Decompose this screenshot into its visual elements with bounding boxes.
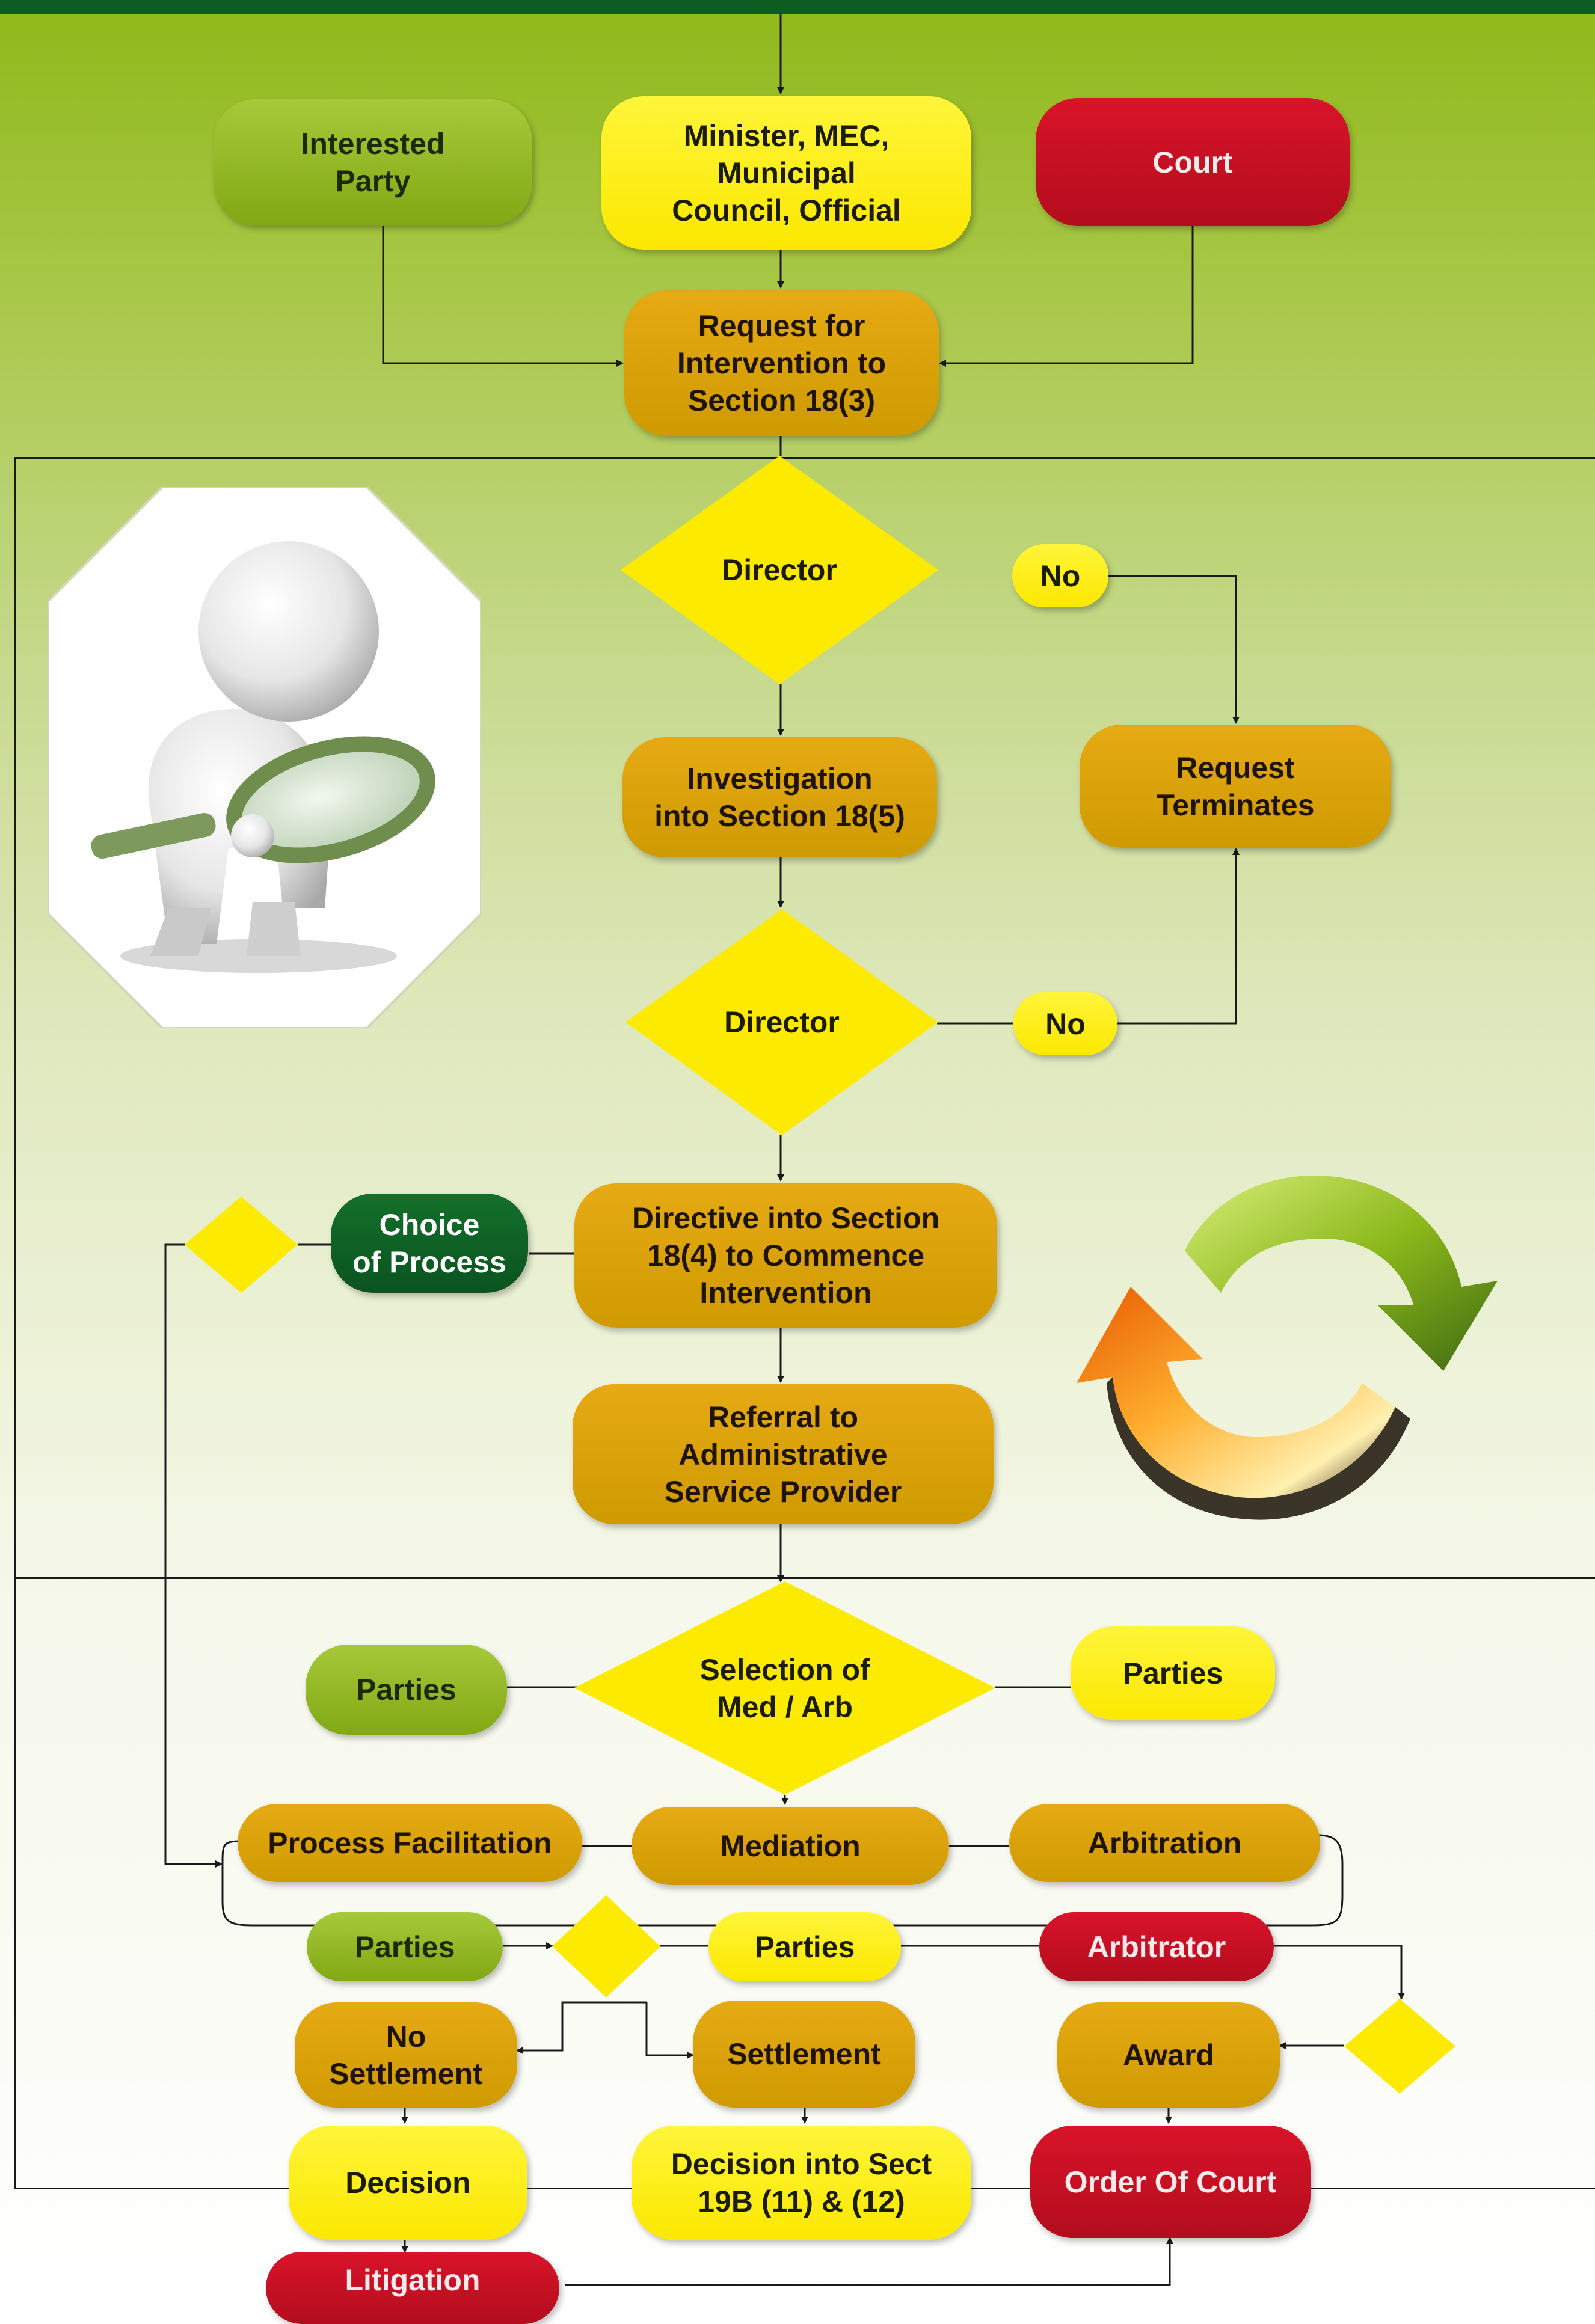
choice-diamond-left <box>185 1197 298 1293</box>
referral-node: Referral to Administrative Service Provi… <box>573 1384 994 1524</box>
director-decision-1: Director <box>621 456 938 684</box>
edge-settlement-branch-right <box>645 2002 694 2059</box>
no-label-2: No <box>1013 992 1117 1055</box>
parties-row-mid-node: Parties <box>708 1912 901 1981</box>
court-node: Court <box>1036 98 1350 226</box>
no-settlement-node: No Settlement <box>295 2002 517 2108</box>
decision-sect-node: Decision into Sect 19B (11) & (12) <box>632 2126 971 2240</box>
award-node: Award <box>1057 2002 1280 2108</box>
litigation-node: Litigation <box>266 2252 559 2324</box>
panel-divider <box>14 1577 1595 1579</box>
minister-node: Minister, MEC, Municipal Council, Offici… <box>601 96 971 250</box>
interested-party-node: Interested Party <box>214 99 532 225</box>
arbitrator-node: Arbitrator <box>1039 1912 1274 1981</box>
request-intervention-node: Request for Intervention to Section 18(3… <box>624 290 939 436</box>
settlement-node: Settlement <box>693 2001 915 2108</box>
edge-diamond-to-facilitation <box>164 1243 223 1868</box>
selection-decision: Selection of Med / Arb <box>574 1581 995 1795</box>
director-decision-2: Director <box>625 909 938 1135</box>
parties-diamond <box>552 1895 660 1997</box>
cycle-arrows-icon <box>1077 1154 1510 1527</box>
award-diamond <box>1344 1999 1455 2094</box>
edge-settlement-branch-left <box>516 2001 647 2054</box>
edge-court-to-request <box>939 226 1194 367</box>
parties-row-left-node: Parties <box>307 1912 503 1981</box>
no-label-1: No <box>1012 544 1108 607</box>
edge-litigation-to-order <box>565 2237 1173 2286</box>
mediation-node: Mediation <box>632 1807 949 1885</box>
person-with-magnifying-glass-icon <box>47 486 482 1029</box>
edge-no1-to-terminates <box>1108 575 1240 724</box>
process-facilitation-node: Process Facilitation <box>238 1804 582 1882</box>
panel-top-border <box>14 457 1595 459</box>
edge-process-loop <box>221 1834 1344 1927</box>
arbitration-node: Arbitration <box>1009 1804 1320 1882</box>
panel-left-border <box>14 457 16 2189</box>
edge-party-to-request <box>382 226 624 367</box>
top-bar <box>0 0 1595 14</box>
edge-no2-to-terminates <box>1117 848 1240 1025</box>
parties-right-node: Parties <box>1071 1626 1275 1720</box>
investigation-node: Investigation into Section 18(5) <box>622 737 937 857</box>
choice-of-process-node: Choice of Process <box>331 1194 528 1293</box>
edge-arbitrator-to-diamond <box>1274 1945 1405 2000</box>
decision-node: Decision <box>289 2126 527 2240</box>
order-of-court-node: Order Of Court <box>1030 2126 1311 2238</box>
directive-node: Directive into Section 18(4) to Commence… <box>574 1183 997 1328</box>
request-terminates-node: Request Terminates <box>1080 725 1391 848</box>
parties-left-node: Parties <box>306 1645 507 1735</box>
